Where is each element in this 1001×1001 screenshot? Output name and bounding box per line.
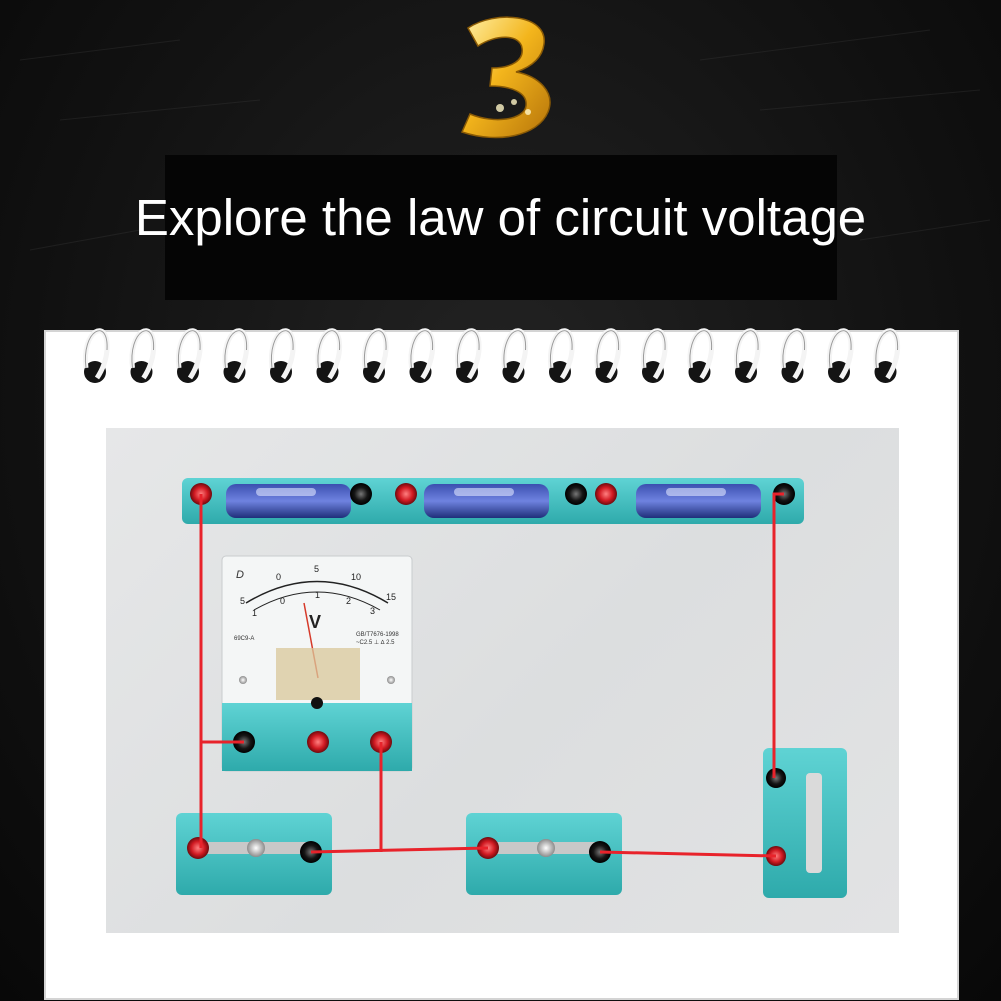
lower-scale-0: 0 bbox=[280, 596, 285, 606]
binding-ring bbox=[826, 328, 854, 383]
binding-ring bbox=[361, 328, 389, 383]
voltmeter-standard: GB/T7676-1998 bbox=[356, 632, 399, 638]
voltmeter-15v-terminal bbox=[307, 731, 329, 753]
upper-scale-10: 10 bbox=[351, 572, 361, 582]
binding-ring bbox=[129, 328, 157, 383]
binding-ring bbox=[454, 328, 482, 383]
circuit-wires bbox=[199, 492, 784, 858]
lower-scale-2: 2 bbox=[346, 596, 351, 606]
binding-ring bbox=[82, 328, 110, 383]
binding-ring bbox=[733, 328, 761, 383]
spiral-binding bbox=[82, 328, 901, 383]
voltmeter-model: 69C9-A bbox=[234, 636, 254, 642]
binding-ring bbox=[547, 328, 575, 383]
left-mark-5: 5 bbox=[240, 596, 245, 606]
module-right bbox=[763, 748, 847, 898]
number-badge: 3 bbox=[460, 16, 551, 139]
voltmeter-brand: D bbox=[236, 569, 244, 581]
binding-ring bbox=[315, 328, 343, 383]
left-mark-1: 1 bbox=[252, 608, 257, 618]
voltmeter: D V 69C9-A GB/T7676-1998 ~C2.5 ⊥ ∆ 2.5 0… bbox=[221, 555, 413, 772]
binding-ring bbox=[640, 328, 668, 383]
lower-scale-1: 1 bbox=[315, 590, 320, 600]
upper-scale-15: 15 bbox=[386, 592, 396, 602]
headline-band bbox=[165, 155, 837, 300]
upper-scale-5: 5 bbox=[314, 564, 319, 574]
lower-scale-3: 3 bbox=[370, 606, 375, 616]
binding-ring bbox=[222, 328, 250, 383]
binding-ring bbox=[594, 328, 622, 383]
module-middle bbox=[466, 813, 622, 895]
binding-ring bbox=[501, 328, 529, 383]
circuit-diagram: D V 69C9-A GB/T7676-1998 ~C2.5 ⊥ ∆ 2.5 0… bbox=[176, 478, 847, 898]
binding-ring bbox=[175, 328, 203, 383]
binding-ring bbox=[408, 328, 436, 383]
battery-holder bbox=[182, 478, 804, 524]
binding-ring bbox=[873, 328, 901, 383]
binding-ring bbox=[268, 328, 296, 383]
voltmeter-unit: V bbox=[309, 612, 321, 632]
voltmeter-class: ~C2.5 ⊥ ∆ 2.5 bbox=[356, 639, 395, 646]
binding-ring bbox=[780, 328, 808, 383]
headline: Explore the law of circuit voltage bbox=[134, 189, 867, 246]
binding-ring bbox=[687, 328, 715, 383]
module-left bbox=[176, 813, 332, 895]
upper-scale-0: 0 bbox=[276, 572, 281, 582]
battery-terminals bbox=[190, 483, 795, 505]
